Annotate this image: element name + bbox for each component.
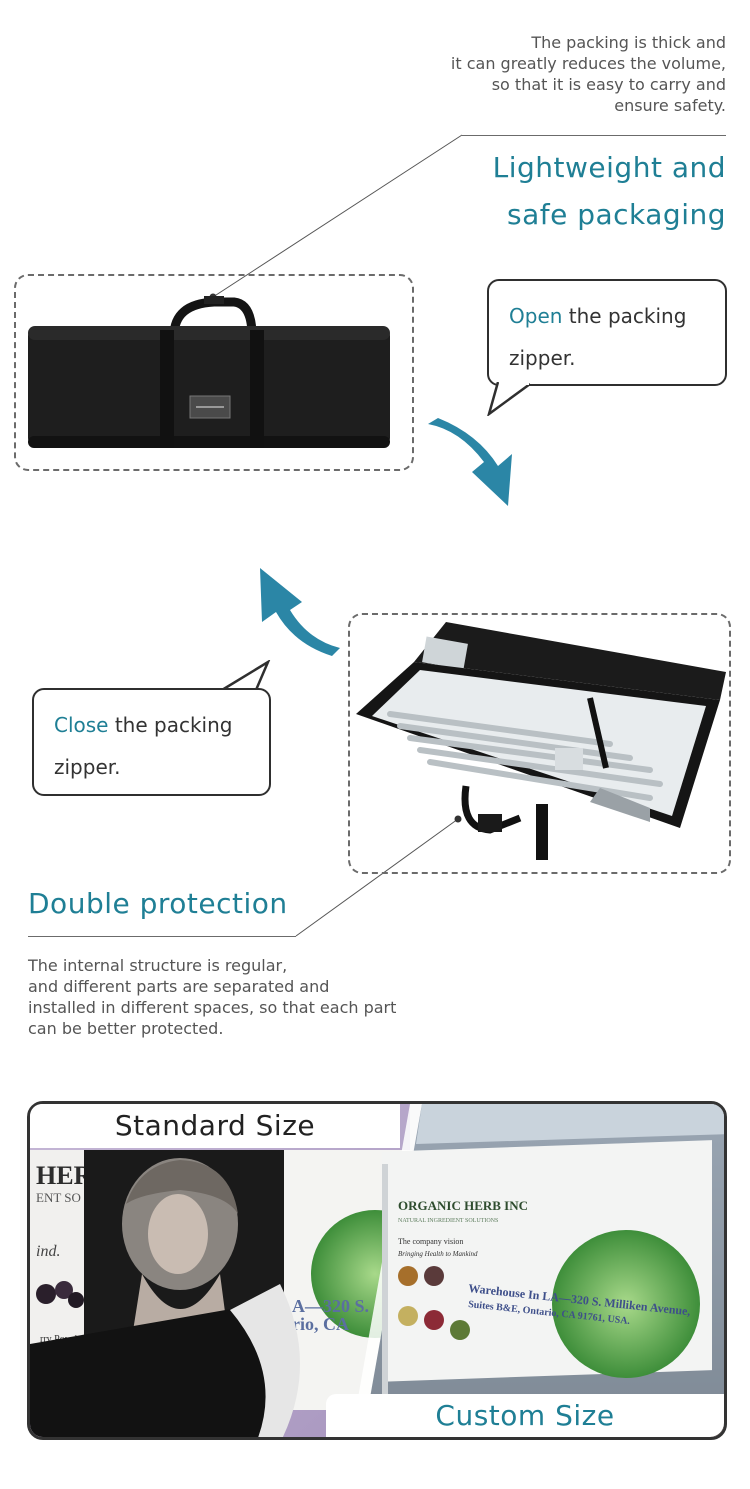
size-comparison-image: HERB ENT SO ind. rry Powder A—320 S. rio… — [30, 1104, 724, 1437]
close-callout-text: the packing — [108, 713, 233, 737]
open-callout-tail — [487, 382, 531, 416]
arrow-up-icon — [260, 568, 340, 656]
packing-intro-text: The packing is thick and it can greatly … — [450, 33, 726, 115]
closed-bag-image — [28, 296, 390, 448]
wall-logo-text: ORGANIC HERB INC — [398, 1198, 528, 1213]
open-bag-image — [356, 622, 726, 860]
close-accent-word: Close — [54, 713, 109, 737]
banner-mid-text: A—320 S. — [292, 1296, 369, 1316]
arrow-down-icon — [428, 418, 512, 506]
protection-title: Double protection — [28, 887, 288, 920]
open-accent-word: Open — [509, 304, 563, 328]
wall-tag-text: The company vision — [398, 1237, 463, 1246]
closed-bag-frame — [14, 274, 414, 471]
close-zipper-callout: Close the packing zipper. — [32, 688, 271, 796]
banner-mid-text2: rio, CA — [292, 1314, 349, 1334]
close-callout-line2: zipper. — [54, 755, 121, 779]
open-callout-text: the packing — [562, 304, 687, 328]
open-callout-line2: zipper. — [509, 346, 576, 370]
banner-left-sub: ENT SO — [36, 1190, 81, 1205]
open-bag-frame — [348, 613, 731, 874]
open-zipper-callout: Open the packing zipper. — [487, 279, 727, 386]
banner-script-text: ind. — [36, 1243, 60, 1260]
custom-size-label: Custom Size — [326, 1394, 724, 1437]
packing-title: Lightweight and safe packaging — [492, 151, 726, 231]
protection-body-text: The internal structure is regular, and d… — [28, 956, 397, 1038]
size-comparison-frame: HERB ENT SO ind. rry Powder A—320 S. rio… — [27, 1101, 727, 1440]
wall-tag2-text: Bringing Health to Mankind — [398, 1250, 478, 1258]
wall-logo-sub: NATURAL INGREDIENT SOLUTIONS — [398, 1218, 498, 1224]
standard-size-label: Standard Size — [30, 1104, 400, 1148]
divider-line — [462, 135, 726, 136]
divider-line-2 — [28, 936, 296, 937]
